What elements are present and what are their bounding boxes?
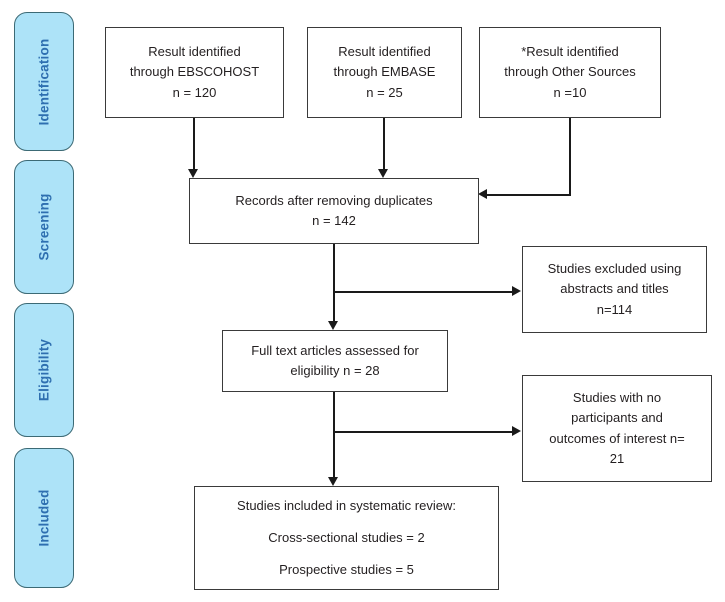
excluded-outcomes-line2: participants and (571, 410, 663, 426)
excluded-abstracts-line2: abstracts and titles (560, 281, 669, 297)
included-cross-sectional: Cross-sectional studies = 2 (268, 530, 425, 546)
source-other-count: n =10 (553, 84, 587, 100)
included-line1: Studies included in systematic review: (237, 498, 456, 514)
source-embase-line1: Result identified (338, 44, 431, 60)
arrowhead-embase-to-records (378, 169, 388, 178)
source-ebscohost-count: n = 120 (172, 84, 217, 100)
arrowhead-other-to-records (478, 189, 487, 199)
excluded-outcomes-line3: outcomes of interest n= (549, 430, 685, 446)
arrowhead-records-to-fulltext (328, 321, 338, 330)
connector-ebscohost-to-records (193, 118, 195, 172)
records-line1: Records after removing duplicates (235, 192, 433, 208)
stage-label-included: Included (36, 489, 52, 547)
included-studies-box: Studies included in systematic review: C… (194, 486, 499, 590)
source-other-line2: through Other Sources (504, 64, 636, 80)
stage-label-identification: Identification (36, 38, 52, 125)
stage-chip-included: Included (14, 448, 74, 588)
stage-chip-screening: Screening (14, 160, 74, 294)
source-ebscohost-line1: Result identified (148, 44, 241, 60)
records-count: n = 142 (312, 213, 356, 228)
arrowhead-ebscohost-to-records (188, 169, 198, 178)
excluded-abstracts-count: n=114 (596, 301, 633, 317)
connector-other-horizontal (487, 194, 571, 196)
source-other-line1: *Result identified (521, 44, 619, 60)
source-box-other-sources: *Result identified through Other Sources… (479, 27, 661, 118)
excluded-outcomes-count: 21 (609, 450, 625, 466)
arrowhead-to-excluded-outcomes (512, 426, 521, 436)
records-box: Records after removing duplicates n = 14… (189, 178, 479, 244)
fulltext-line1: Full text articles assessed for (251, 342, 419, 358)
included-prospective: Prospective studies = 5 (279, 561, 414, 577)
source-box-embase: Result identified through EMBASE n = 25 (307, 27, 462, 118)
connector-fulltext-to-included (333, 392, 335, 480)
connector-other-vertical (569, 118, 571, 196)
arrowhead-to-excluded-abstracts (512, 286, 521, 296)
stage-chip-eligibility: Eligibility (14, 303, 74, 437)
stage-label-eligibility: Eligibility (36, 338, 52, 402)
arrowhead-fulltext-to-included (328, 477, 338, 486)
excluded-outcomes-line1: Studies with no (572, 390, 662, 406)
source-ebscohost-line2: through EBSCOHOST (129, 64, 260, 80)
source-box-ebscohost: Result identified through EBSCOHOST n = … (105, 27, 284, 118)
excluded-abstracts-box: Studies excluded using abstracts and tit… (522, 246, 707, 333)
stage-label-screening: Screening (36, 193, 52, 261)
stage-chip-identification: Identification (14, 12, 74, 151)
connector-fulltext-to-excluded-outcomes (333, 431, 513, 433)
excluded-outcomes-box: Studies with no participants and outcome… (522, 375, 712, 482)
source-embase-count: n = 25 (366, 84, 403, 100)
connector-records-to-fulltext (333, 244, 335, 324)
connector-embase-to-records (383, 118, 385, 172)
fulltext-box: Full text articles assessed for eligibil… (222, 330, 448, 392)
fulltext-count: eligibility n = 28 (290, 363, 380, 378)
connector-records-to-excluded-abstracts (333, 291, 513, 293)
source-embase-line2: through EMBASE (333, 64, 436, 80)
excluded-abstracts-line1: Studies excluded using (547, 261, 682, 277)
